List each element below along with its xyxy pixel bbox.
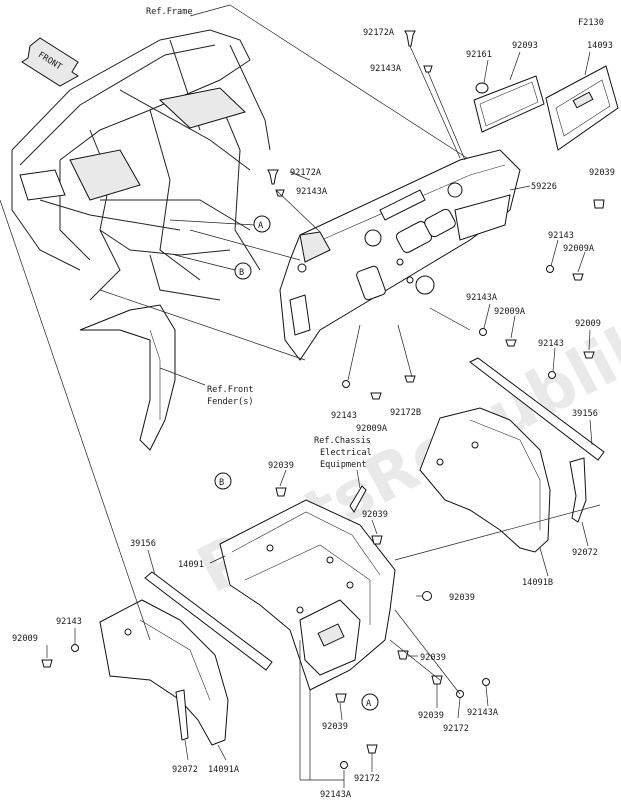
label-92009A-r1: 92009A (563, 244, 595, 254)
label-92172-br: 92172 (443, 724, 469, 734)
label-92039-b6: 92039 (322, 722, 348, 732)
label-92161: 92161 (466, 50, 492, 60)
label-14091: 14091 (178, 560, 204, 570)
label-59226: 59226 (531, 182, 557, 192)
label-92143-r1: 92143 (548, 231, 574, 241)
cover-parts (473, 65, 619, 151)
svg-text:A: A (258, 221, 264, 231)
svg-text:B: B (219, 478, 224, 488)
label-92039-b5: 92039 (418, 711, 444, 721)
label-14091A: 14091A (208, 765, 240, 775)
label-92009-r2: 92009 (575, 319, 601, 329)
label-92143A-b: 92143A (320, 790, 352, 800)
ref-chassis-2: Electrical (320, 448, 372, 458)
panel-right-14091B (419, 407, 587, 553)
label-92009-l: 92009 (12, 634, 38, 644)
label-92143A-c: 92143A (466, 293, 498, 303)
label-92039-b1: 92039 (268, 461, 294, 471)
callout-a-upper: A (253, 215, 271, 233)
label-14093: 14093 (587, 41, 613, 51)
label-92143A-mid: 92143A (296, 187, 328, 197)
fasteners-right (342, 199, 605, 400)
front-arrow-icon: FRONT (21, 37, 79, 87)
label-92143-l: 92143 (56, 617, 82, 627)
ref-chassis-3: Equipment (320, 460, 367, 470)
label-92093: 92093 (512, 41, 538, 51)
callout-a-lower: A (361, 693, 379, 711)
center-cover-14091 (219, 485, 396, 691)
label-92039-b3: 92039 (449, 593, 475, 603)
callout-b-lower: B (214, 472, 232, 490)
label-39156-l: 39156 (130, 539, 156, 549)
label-92172-b: 92172 (354, 774, 380, 784)
fasteners-left (41, 644, 79, 668)
ref-frame: Ref.Frame (146, 7, 193, 17)
label-92039-b4: 92039 (420, 653, 446, 663)
label-92039-b2: 92039 (362, 510, 388, 520)
label-92172B: 92172B (390, 408, 421, 418)
frame-drawing (11, 29, 271, 451)
ref-front-fender-1: Ref.Front (207, 385, 254, 395)
ref-front-fender-2: Fender(s) (207, 397, 254, 407)
label-92172A-top: 92172A (363, 28, 395, 38)
label-92143-c2: 92143 (331, 411, 357, 421)
label-39156-r: 39156 (572, 409, 598, 419)
callout-b-upper: B (234, 262, 252, 280)
label-92039-r1: 92039 (589, 168, 615, 178)
label-92009A-c2: 92009A (356, 424, 388, 434)
label-92009A-c: 92009A (494, 307, 526, 317)
panel-left-14091A (99, 599, 229, 746)
label-92143A-top: 92143A (370, 64, 402, 74)
label-14091B: 14091B (522, 578, 553, 588)
dash-panel-59226 (279, 149, 521, 361)
label-92143A-br: 92143A (467, 708, 499, 718)
svg-text:A: A (366, 699, 372, 709)
label-92072-r: 92072 (572, 548, 598, 558)
ref-chassis-1: Ref.Chassis (314, 436, 371, 446)
seal-right-39156 (469, 357, 605, 461)
svg-text:B: B (239, 268, 244, 278)
seal-left-39156 (144, 571, 273, 671)
label-92072-l: 92072 (172, 765, 198, 775)
label-92172A-mid: 92172A (290, 168, 322, 178)
label-92143-r2: 92143 (538, 339, 564, 349)
diagram-code: F2130 (578, 18, 604, 28)
